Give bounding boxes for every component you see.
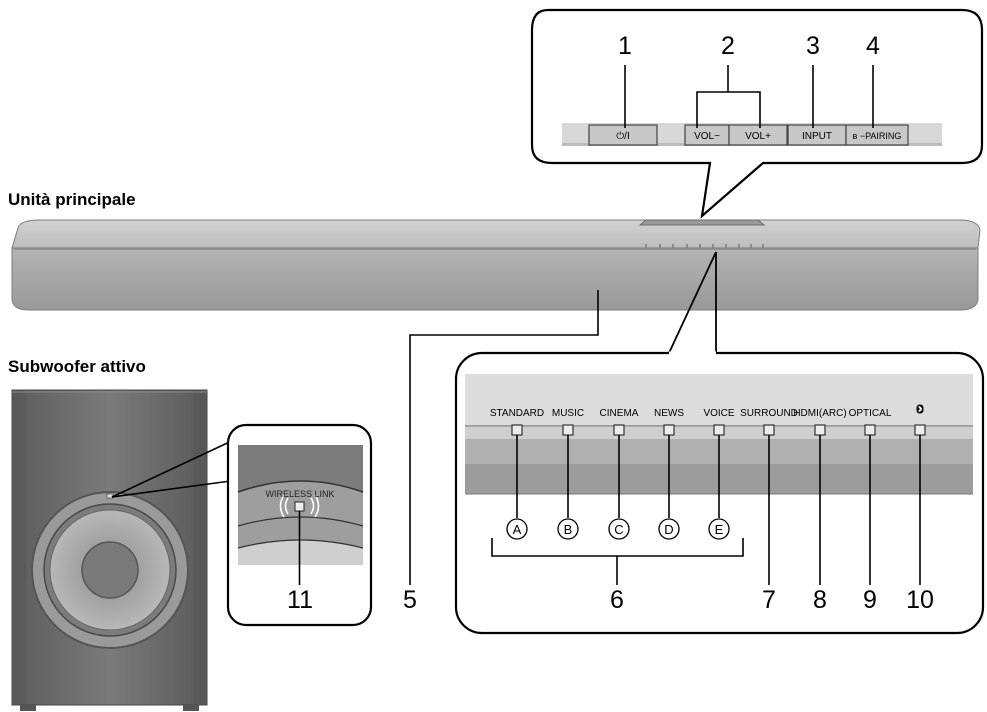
vol-down-button-label: VOL− bbox=[694, 131, 720, 142]
callout-number-5: 5 bbox=[403, 586, 417, 614]
letter-b: B bbox=[564, 522, 573, 537]
power-button-label: ⏻/I bbox=[616, 131, 629, 142]
circled-letters bbox=[506, 518, 730, 540]
indicator-label-standard: STANDARD bbox=[490, 408, 544, 419]
input-button-label: INPUT bbox=[802, 131, 832, 142]
soundbar bbox=[11, 219, 981, 311]
indicator-label-voice: VOICE bbox=[703, 408, 734, 419]
subwoofer bbox=[11, 389, 208, 711]
indicator-label-cinema: CINEMA bbox=[600, 408, 639, 419]
callout-number-1: 1 bbox=[618, 32, 632, 60]
callout-number-3: 3 bbox=[806, 32, 820, 60]
indicator-label-news: NEWS bbox=[654, 408, 684, 419]
letter-d: D bbox=[664, 522, 673, 537]
leader-line-5 bbox=[409, 290, 599, 585]
pairing-button-label: ʙ −PAIRING bbox=[853, 131, 902, 141]
callout-number-2: 2 bbox=[721, 32, 735, 60]
bluetooth-icon bbox=[916, 404, 924, 414]
indicator-label-hdmi: HDMI(ARC) bbox=[793, 408, 846, 419]
callout-number-8: 8 bbox=[813, 586, 827, 614]
subwoofer-indicator-callout bbox=[111, 423, 373, 627]
soundbar-led-ticks bbox=[645, 244, 764, 248]
letter-c: C bbox=[614, 522, 623, 537]
letter-a: A bbox=[513, 522, 522, 537]
subwoofer-title: Subwoofer attivo bbox=[8, 357, 146, 376]
wireless-link-label: WIRELESS LINK bbox=[265, 489, 334, 499]
callout-number-9: 9 bbox=[863, 586, 877, 614]
indicator-label-surround: SURROUND bbox=[740, 408, 798, 419]
letter-e: E bbox=[715, 522, 724, 537]
vol-up-button-label: VOL+ bbox=[745, 131, 771, 142]
top-controls-callout bbox=[530, 8, 984, 219]
indicator-label-optical: OPTICAL bbox=[849, 408, 892, 419]
indicator-leader-lines bbox=[516, 435, 921, 585]
callout-number-10: 10 bbox=[906, 586, 934, 614]
callout-number-4: 4 bbox=[866, 32, 880, 60]
callout-number-7: 7 bbox=[762, 586, 776, 614]
indicator-label-music: MUSIC bbox=[552, 408, 584, 419]
callout-number-11: 11 bbox=[287, 586, 313, 614]
callout-number-6: 6 bbox=[610, 586, 624, 614]
main-unit-title: Unità principale bbox=[8, 190, 136, 209]
